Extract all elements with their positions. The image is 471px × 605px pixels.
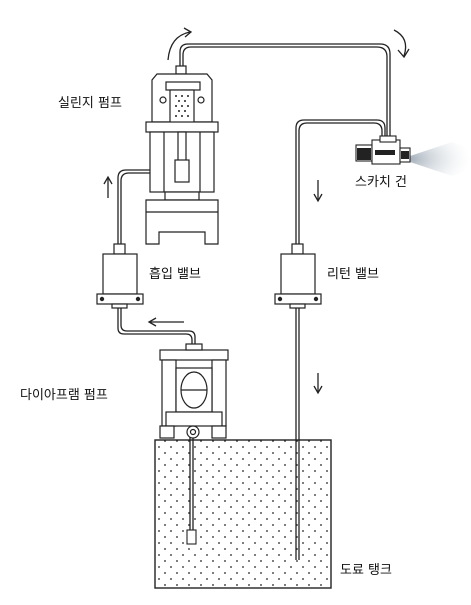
label-diaphragm-pump: 다이아프램 펌프 <box>20 388 108 403</box>
return-valve <box>274 243 322 309</box>
pipe-gun-return <box>295 119 386 245</box>
arrow-curve-top-right <box>393 29 410 59</box>
label-suction-valve: 흡입 밸브 <box>149 267 201 282</box>
arrow-down-tank <box>313 373 323 395</box>
diaphragm-pump <box>159 343 229 439</box>
arrow-up-suction <box>103 175 113 198</box>
pipes <box>117 43 391 560</box>
label-return-valve: 리턴 밸브 <box>327 267 379 282</box>
flow-arrows <box>103 27 410 395</box>
spray-gun <box>355 135 470 176</box>
arrow-down-return <box>313 180 323 203</box>
paint-tank <box>154 439 332 589</box>
syringe-pump <box>145 65 219 245</box>
suction-strainer <box>186 529 197 545</box>
label-paint-tank: 도료 탱크 <box>340 563 392 578</box>
pipe-diaphragm-to-suction <box>117 306 193 350</box>
spray-mist <box>410 142 470 176</box>
label-spray-gun: 스카치 건 <box>355 175 407 190</box>
label-syringe-pump: 실린지 펌프 <box>58 96 122 111</box>
arrow-curve-top-left <box>167 27 193 61</box>
pipe-return-to-tank <box>295 305 300 560</box>
arrow-left-suction <box>147 317 184 327</box>
pipe-pump-to-gun <box>179 43 391 140</box>
suction-valve <box>96 243 144 309</box>
pipe-tank-suction <box>189 432 194 530</box>
pipe-suction-to-pump <box>117 169 172 252</box>
